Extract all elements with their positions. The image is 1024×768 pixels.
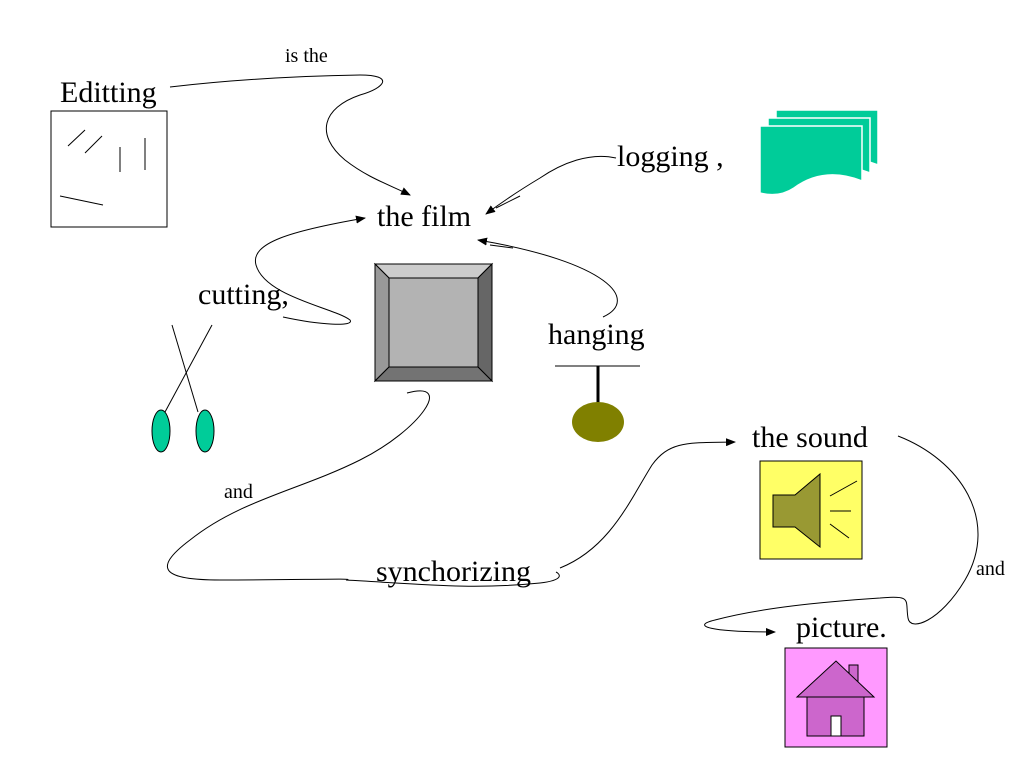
- document-stack-icon: [759, 109, 879, 196]
- house-icon: [784, 647, 888, 748]
- bevel-square-icon: [373, 262, 494, 383]
- logging-mark: [495, 195, 521, 209]
- scissors-icon: [151, 324, 215, 453]
- connector-hanging-to-film: [477, 237, 618, 318]
- connector-sound-to-picture: [704, 435, 979, 636]
- connector-logging-to-film: [485, 155, 617, 215]
- speaker-icon: [759, 460, 863, 560]
- scratched-sheet-icon: [50, 110, 168, 228]
- connector-editting-to-film: [169, 74, 411, 196]
- cutting-label: cutting,: [198, 278, 289, 311]
- pendulum-icon: [555, 365, 640, 442]
- the-sound-label: the sound: [752, 421, 868, 454]
- the-film-label: the film: [377, 200, 472, 233]
- connector-synchorizing-to-sound: [559, 438, 736, 569]
- and-right-label: and: [976, 558, 1005, 580]
- is-the-label: is the: [285, 45, 328, 67]
- hanging-mark: [489, 244, 514, 249]
- picture-label: picture.: [796, 611, 887, 644]
- connector-film-to-synchorizing: [167, 390, 560, 587]
- editting-label: Editting: [60, 76, 157, 109]
- and-left-label: and: [224, 481, 253, 503]
- hanging-label: hanging: [548, 318, 645, 351]
- synchorizing-label: synchorizing: [376, 555, 531, 588]
- logging-label: logging ,: [617, 140, 724, 173]
- connector-cutting-to-film: [254, 215, 366, 325]
